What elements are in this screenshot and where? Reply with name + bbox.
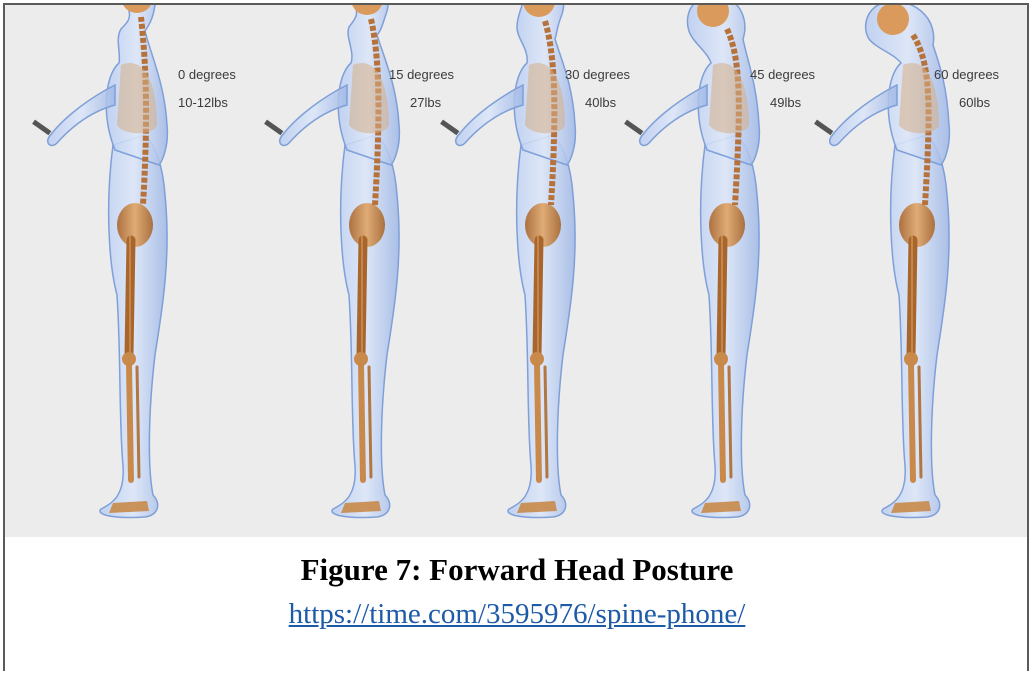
figure-60-degrees <box>814 5 949 518</box>
weight-label-15: 27lbs <box>410 95 441 111</box>
figure-15-degrees <box>264 5 399 518</box>
angle-label-15: 15 degrees <box>389 67 454 83</box>
angle-label-0: 0 degrees <box>178 67 236 83</box>
source-link[interactable]: https://time.com/3595976/spine-phone/ <box>0 598 1034 631</box>
weight-label-60: 60lbs <box>959 95 990 111</box>
angle-label-60: 60 degrees <box>934 67 999 83</box>
figure-30-degrees <box>440 5 575 518</box>
posture-illustration <box>5 5 1027 537</box>
weight-label-30: 40lbs <box>585 95 616 111</box>
weight-label-45: 49lbs <box>770 95 801 111</box>
angle-label-45: 45 degrees <box>750 67 815 83</box>
angle-label-30: 30 degrees <box>565 67 630 83</box>
figure-45-degrees <box>624 5 759 518</box>
illustration-panel: 0 degrees 10-12lbs 15 degrees 27lbs 30 d… <box>5 5 1027 537</box>
figure-caption-title: Figure 7: Forward Head Posture <box>0 552 1034 588</box>
weight-label-0: 10-12lbs <box>178 95 228 111</box>
figure-0-degrees <box>32 5 167 518</box>
